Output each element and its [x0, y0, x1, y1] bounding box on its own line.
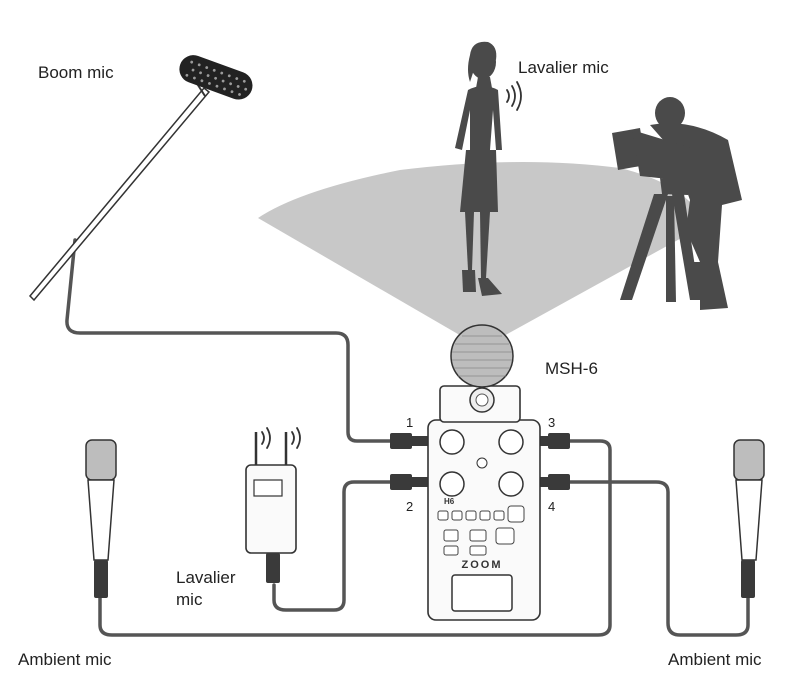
input-number-4: 4: [548, 499, 556, 514]
plug-input-3: [548, 433, 570, 449]
input-number-2: 2: [406, 499, 414, 514]
input-number-3: 3: [548, 415, 556, 430]
label-lavalier-mic-top: Lavalier mic: [518, 58, 609, 77]
msh6-capsule: [450, 324, 514, 388]
lavalier-receiver: [245, 432, 297, 583]
recorder-brand: ZOOM: [462, 559, 503, 571]
ambient-mic-right: [733, 439, 765, 598]
msh6-capsule-mesh: [452, 335, 512, 377]
boom-mic: [28, 55, 253, 302]
label-msh6: MSH-6: [545, 359, 598, 378]
boom-pole: [28, 86, 211, 302]
presenter-silhouette: [455, 41, 502, 296]
recorder-screen: [451, 574, 513, 612]
lavalier-signal-waves-top: [506, 81, 522, 111]
cables: [65, 238, 750, 637]
lavalier-receiver-signal-waves: [261, 427, 301, 449]
track-buttons: [437, 505, 525, 556]
ambient-right-cable: [568, 480, 750, 637]
lavalier-receiver-cable: [272, 480, 392, 612]
camera-operator-silhouette: [612, 97, 742, 310]
plug-input-1-tip: [412, 436, 428, 446]
zoom-h6-recorder: ZOOM H6: [427, 324, 541, 621]
plug-input-2-tip: [412, 477, 428, 487]
label-lavalier-mic-line2: mic: [176, 590, 203, 609]
label-ambient-mic-right: Ambient mic: [668, 650, 762, 669]
input-number-1: 1: [406, 415, 414, 430]
plug-input-2: [390, 474, 412, 490]
boom-mic-cable: [65, 238, 392, 443]
label-ambient-mic-left: Ambient mic: [18, 650, 112, 669]
gain-knobs: [439, 429, 524, 497]
label-boom-mic: Boom mic: [38, 63, 114, 82]
label-lavalier-mic-line1: Lavalier: [176, 568, 236, 587]
recorder-model: H6: [444, 497, 455, 506]
ambient-left-cable: [98, 439, 612, 637]
ambient-mic-left: [85, 439, 117, 598]
plug-input-4: [548, 474, 570, 490]
plug-input-1: [390, 433, 412, 449]
boom-mic-windscreen: [179, 55, 253, 100]
